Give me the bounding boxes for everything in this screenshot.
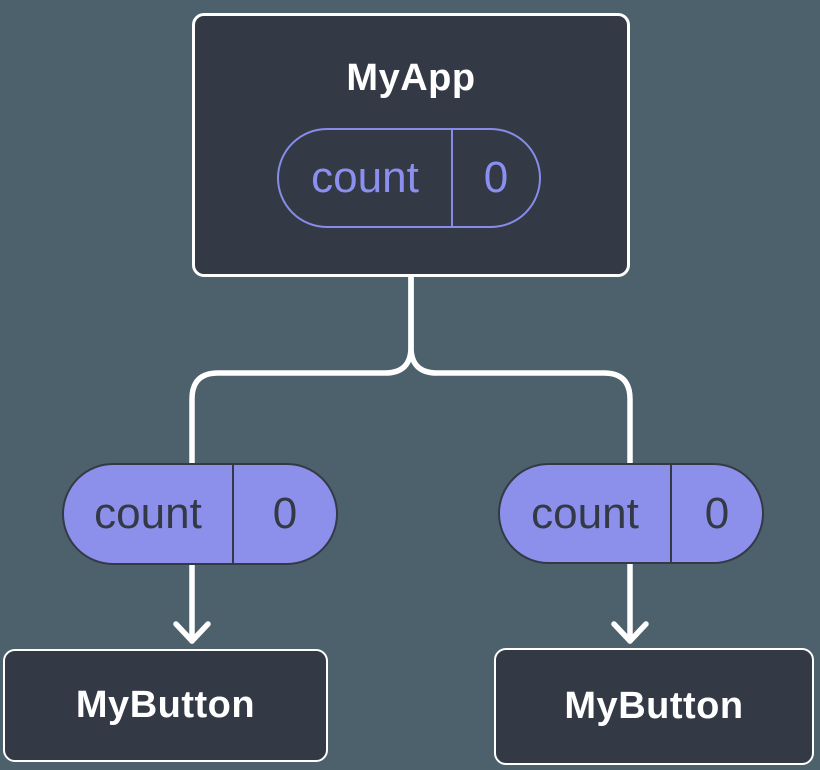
- prop-name: count: [500, 465, 672, 562]
- arrow-down-left-icon: [173, 621, 211, 644]
- connector-right-branch: [408, 274, 633, 644]
- node-mybutton-right: MyButton: [494, 648, 814, 765]
- prop-name: count: [279, 130, 453, 226]
- prop-value: 0: [272, 489, 298, 538]
- prop-pill-mybutton-right: count 0: [498, 463, 764, 564]
- node-mybutton-left-label: MyButton: [75, 684, 256, 726]
- node-myapp: MyApp count 0: [192, 13, 630, 277]
- prop-value: 0: [704, 488, 730, 538]
- prop-pill-myapp: count 0: [277, 128, 541, 228]
- node-mybutton-left: MyButton: [3, 649, 328, 762]
- prop-pill-mybutton-left: count 0: [62, 463, 338, 565]
- connector-left-branch: [189, 274, 414, 644]
- arrow-down-right-icon: [611, 621, 649, 644]
- node-mybutton-right-label: MyButton: [564, 685, 744, 727]
- prop-name: count: [64, 465, 234, 563]
- node-myapp-label: MyApp: [346, 57, 476, 99]
- prop-value: 0: [483, 153, 509, 202]
